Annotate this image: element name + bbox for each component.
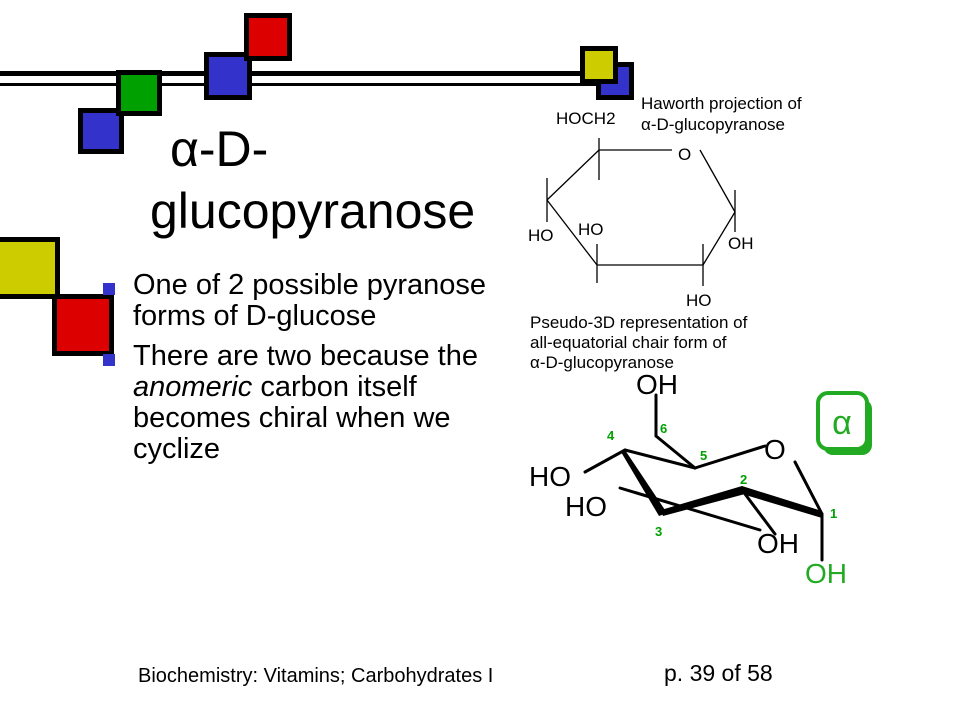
bullet-text-emphasis: anomeric xyxy=(133,371,253,403)
footer-course: Biochemistry: Vitamins; Carbohydrates I xyxy=(138,665,494,687)
haworth-label-ho-inner: HO xyxy=(578,220,604,239)
chair-label-ho-c4: HO xyxy=(529,461,571,492)
haworth-caption-line1: Haworth projection of xyxy=(641,94,802,113)
header-rule-top xyxy=(0,71,610,76)
carbon-number-3: 3 xyxy=(655,524,662,539)
deco-square-yellow-right xyxy=(580,46,618,84)
chair-wedge-left xyxy=(621,450,667,516)
chair-ring xyxy=(583,393,824,562)
header-rule-bottom xyxy=(0,83,610,86)
carbon-number-6: 6 xyxy=(660,421,667,436)
carbon-number-4: 4 xyxy=(607,428,615,443)
carbon-number-5: 5 xyxy=(700,448,707,463)
chair-caption-line3: α-D-glucopyranose xyxy=(530,353,674,372)
chair-label-ring-o: O xyxy=(764,434,786,465)
haworth-label-ho-bottom: HO xyxy=(686,291,712,310)
haworth-label-oh-right: OH xyxy=(728,234,754,253)
haworth-label-ho-left: HO xyxy=(528,226,554,245)
alpha-badge-label: α xyxy=(832,404,852,442)
chair-label-ho-c3: HO xyxy=(565,491,607,522)
chair-wedge-right xyxy=(742,486,822,518)
slide-title: α-D- glucopyranose xyxy=(150,118,510,242)
bullet-text-after: carbon itself becomes chiral when we cyc… xyxy=(133,371,451,465)
square-bullet-icon xyxy=(103,283,115,295)
alpha-badge-icon: α xyxy=(816,391,872,455)
deco-square-blue-small xyxy=(78,108,124,154)
chair-label-oh-c2: OH xyxy=(757,528,799,559)
deco-square-yellow-left xyxy=(0,237,60,299)
deco-square-blue-mid xyxy=(204,52,252,100)
bullet-item: There are two because the anomeric carbo… xyxy=(100,341,520,465)
title-alpha: α xyxy=(170,121,199,177)
chair-caption-line2: all-equatorial chair form of xyxy=(530,333,727,352)
bullet-item: One of 2 possible pyranose forms of D-gl… xyxy=(100,270,520,332)
deco-square-green xyxy=(116,70,162,116)
footer-page-number: p. 39 of 58 xyxy=(664,660,773,686)
chair-label-oh-c1: OH xyxy=(805,558,847,589)
chair-caption-line1: Pseudo-3D representation of xyxy=(530,313,748,332)
carbon-numbers: 1 2 3 4 5 6 xyxy=(607,421,837,539)
bullet-text-before: There are two because the xyxy=(133,340,478,372)
haworth-caption-line2: α-D-glucopyranose xyxy=(641,115,785,134)
chair-wedge-bottom xyxy=(661,486,745,516)
bullet-list: One of 2 possible pyranose forms of D-gl… xyxy=(100,270,520,474)
carbon-number-2: 2 xyxy=(740,472,747,487)
haworth-label-ring-o: O xyxy=(678,145,691,164)
deco-square-red-top xyxy=(244,13,292,61)
haworth-label-hoch2: HOCH2 xyxy=(556,109,616,128)
title-line2: glucopyranose xyxy=(150,183,476,239)
bullet-text: One of 2 possible pyranose forms of D-gl… xyxy=(133,269,487,332)
haworth-ring xyxy=(546,138,736,286)
chair-label-oh-top: OH xyxy=(636,369,678,400)
title-line1: -D- xyxy=(198,121,269,177)
deco-square-red-left xyxy=(52,294,114,356)
square-bullet-icon xyxy=(103,354,115,366)
carbon-number-1: 1 xyxy=(830,506,837,521)
